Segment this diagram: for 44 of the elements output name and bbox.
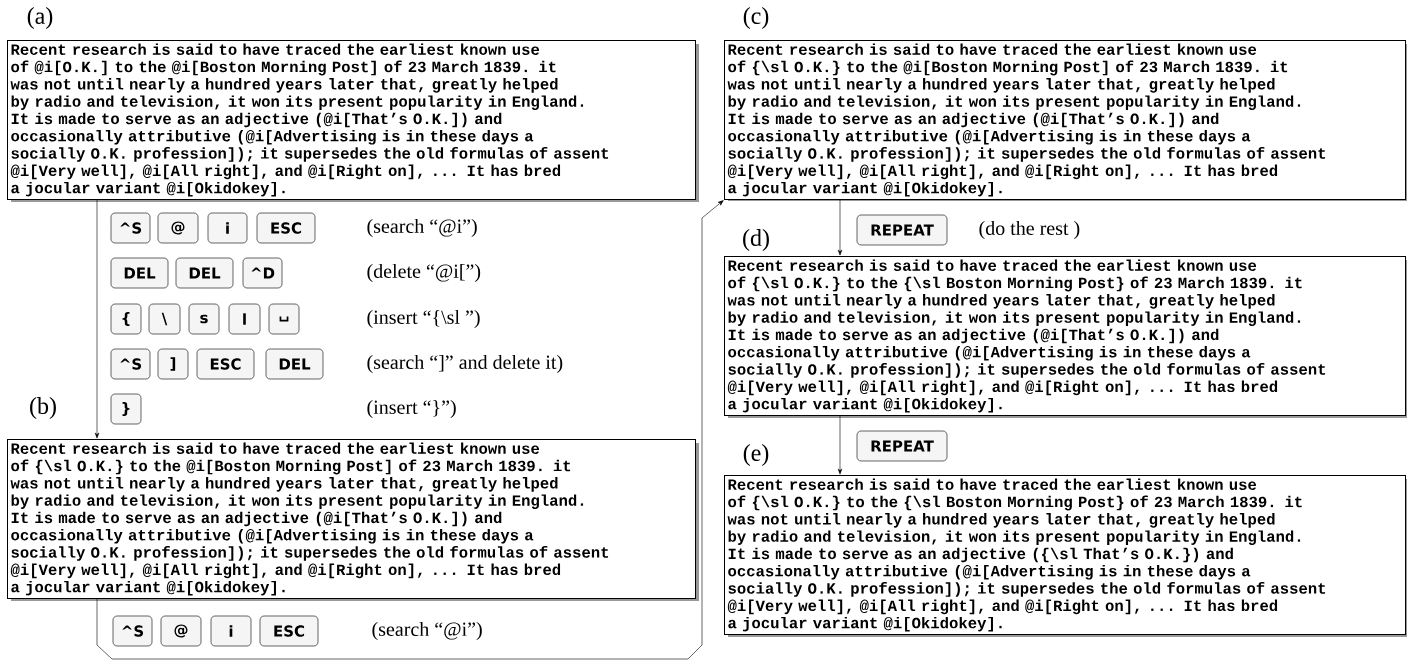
step-description: (insert “}”) <box>367 399 456 419</box>
text-box: Recent research is said to have traced the earliest known use of {\sl O.K.} to the {\sl Boston Morning Post} of 23 March 1839. it was not until nearly a hundred years later that, greatly helped by radio and television, it won its present popularity in England. It is made to serve as an adjective ({\sl That’s O.K.}) and occasionally attributive (@i[Advertising is in these days a socially O.K. profession]); it supersedes the old formulas of assent @i[Very well], @i[All right], and @i[Right on], ... It has bred a jocular variant @i[Okidokey]. <box>724 475 1407 637</box>
step-description: (insert “{\sl ”) <box>367 309 480 329</box>
key-cap: REPEAT <box>856 214 948 246</box>
key-cap: ^D <box>242 257 283 289</box>
key-cap: ^S <box>112 615 153 647</box>
panel-label: (c) <box>743 7 769 29</box>
key-cap: DEL <box>175 257 234 289</box>
key-cap: ESC <box>256 212 316 244</box>
arrow <box>837 415 843 475</box>
key-cap: { <box>110 303 142 335</box>
text-box: Recent research is said to have traced the earliest known use of {\sl O.K.} to the @i[Boston Morning Post] of 23 March 1839. it was not until nearly a hundred years later that, greatly helped by radio and television, it won its present popularity in England. It is made to serve as an adjective (@i[That’s O.K.]) and occasionally attributive (@i[Advertising is in these days a socially O.K. profession]); it supersedes the old formulas of assent @i[Very well], @i[All right], and @i[Right on], ... It has bred a jocular variant @i[Okidokey]. <box>7 439 699 601</box>
step-description: (delete “@i[”) <box>367 263 481 283</box>
key-cap: l <box>228 303 261 335</box>
step-description: (search “@i”) <box>372 621 482 641</box>
key-cap: REPEAT <box>856 430 948 462</box>
key-cap: i <box>207 212 248 244</box>
arrow <box>837 199 843 256</box>
text-box: Recent research is said to have traced the earliest known use of @i[O.K.] to the @i[Boston Morning Post] of 23 March 1839. it was not until nearly a hundred years later that, greatly helped by radio and television, it won its present popularity in England. It is made to serve as an adjective (@i[That’s O.K.]) and occasionally attributive (@i[Advertising is in these days a socially O.K. profession]); it supersedes the old formulas of assent @i[Very well], @i[All right], and @i[Right on], ... It has bred a jocular variant @i[Okidokey]. <box>7 40 699 202</box>
key-cap: ^S <box>110 348 151 380</box>
panel-label: (b) <box>30 397 56 419</box>
key-cap: @ <box>157 212 199 244</box>
step-description: (search “]” and delete it) <box>367 354 563 374</box>
key-cap: ␣ <box>268 303 300 335</box>
key-cap: DEL <box>265 348 324 380</box>
step-description: (search “@i”) <box>367 218 477 238</box>
key-cap: } <box>110 393 142 425</box>
key-cap: ^S <box>110 212 151 244</box>
step-description: (do the rest ) <box>979 220 1080 240</box>
key-cap: s <box>188 303 220 335</box>
panel-label: (e) <box>743 444 769 466</box>
key-cap: @ <box>160 615 202 647</box>
key-cap: i <box>210 615 252 647</box>
text-box: Recent research is said to have traced the earliest known use of {\sl O.K.} to the @i[Boston Morning Post] of 23 March 1839. it was not until nearly a hundred years later that, greatly helped by radio and television, it won its present popularity in England. It is made to serve as an adjective (@i[That’s O.K.]) and occasionally attributive (@i[Advertising is in these days a socially O.K. profession]); it supersedes the old formulas of assent @i[Very well], @i[All right], and @i[Right on], ... It has bred a jocular variant @i[Okidokey]. <box>724 40 1407 201</box>
key-cap: ESC <box>259 615 319 647</box>
key-cap: \ <box>148 303 181 335</box>
key-cap: ] <box>157 348 189 380</box>
key-cap: ESC <box>196 348 255 380</box>
arrow <box>94 199 100 439</box>
panel-label: (a) <box>27 7 53 29</box>
key-cap: DEL <box>110 257 169 289</box>
arrow <box>96 200 724 660</box>
text-box: Recent research is said to have traced the earliest known use of {\sl O.K.} to the {\sl Boston Morning Post} of 23 March 1839. it was not until nearly a hundred years later that, greatly helped by radio and television, it won its present popularity in England. It is made to serve as an adjective (@i[That’s O.K.]) and occasionally attributive (@i[Advertising is in these days a socially O.K. profession]); it supersedes the old formulas of assent @i[Very well], @i[All right], and @i[Right on], ... It has bred a jocular variant @i[Okidokey]. <box>724 256 1407 418</box>
panel-label: (d) <box>743 229 769 251</box>
